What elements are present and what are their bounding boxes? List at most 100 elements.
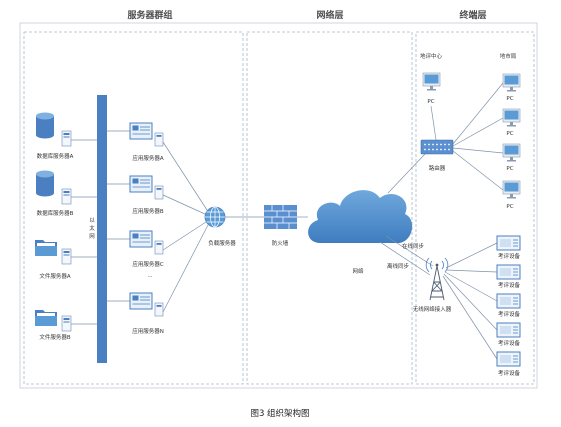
tower-slot bbox=[63, 133, 70, 135]
pc-icon bbox=[422, 72, 441, 91]
file-server-b: 文件服务器B bbox=[35, 310, 72, 341]
tower-slot bbox=[63, 254, 70, 256]
radio-wave bbox=[444, 257, 449, 273]
device-screen bbox=[500, 297, 511, 305]
online-sync-link bbox=[385, 235, 434, 267]
pc-city-bureau-1: PC bbox=[502, 73, 521, 102]
more-servers-ellipsis: ... bbox=[147, 273, 152, 279]
firewall-icon bbox=[264, 205, 297, 229]
layer-title-network: 网络层 bbox=[316, 9, 343, 21]
server-tower-icon bbox=[154, 132, 164, 147]
tower-slot bbox=[156, 305, 162, 307]
load-balancer-label: 负载服务器 bbox=[208, 239, 236, 247]
window-frame bbox=[129, 122, 153, 140]
database-server-a: 数据库服务器A bbox=[36, 112, 74, 160]
monitor-stand bbox=[510, 87, 513, 90]
link-line bbox=[445, 269, 498, 273]
link-line bbox=[452, 147, 504, 154]
window-block bbox=[132, 125, 139, 131]
application-server-a-label: 应用服务器A bbox=[132, 154, 164, 162]
monitor-base bbox=[507, 125, 516, 127]
tower-case bbox=[154, 132, 164, 147]
link-line bbox=[443, 273, 498, 331]
monitor-stand bbox=[510, 122, 513, 125]
server-tower-icon bbox=[61, 248, 72, 265]
tower-beacon bbox=[435, 263, 439, 267]
link-line bbox=[452, 150, 504, 191]
database-icon bbox=[36, 112, 54, 139]
tower-case bbox=[61, 315, 72, 332]
server-tower-icon bbox=[154, 185, 164, 200]
assessment-device-label: 考评设备 bbox=[498, 281, 521, 289]
tower-case bbox=[61, 248, 72, 265]
server-tower-icon bbox=[61, 188, 72, 205]
router-led bbox=[432, 148, 434, 151]
tower-frame bbox=[429, 265, 445, 301]
link-line bbox=[387, 153, 426, 194]
firewall: 防火墙 bbox=[264, 205, 297, 247]
tower-slot bbox=[63, 251, 70, 253]
application-window-icon bbox=[129, 175, 153, 193]
application-server-a: 应用服务器A bbox=[129, 122, 164, 162]
file-server-a: 文件服务器A bbox=[35, 240, 72, 280]
pc-city-bureau-4: PC bbox=[502, 180, 521, 210]
monitor-base bbox=[507, 160, 516, 162]
tower-slot bbox=[63, 136, 70, 138]
router-led bbox=[428, 143, 430, 146]
radio-wave bbox=[441, 260, 444, 270]
layer-title-server-group: 服务器群组 bbox=[127, 9, 172, 21]
pc-label: PC bbox=[506, 96, 513, 102]
server-tower-icon bbox=[154, 302, 164, 317]
router-led bbox=[432, 143, 434, 146]
offline-sync-link bbox=[379, 241, 431, 276]
cylinder-top bbox=[36, 170, 54, 178]
link-line bbox=[444, 271, 498, 302]
outer-frame bbox=[19, 22, 538, 389]
database-icon bbox=[36, 170, 54, 197]
assessment-device-label: 考评设备 bbox=[498, 252, 521, 260]
antenna-tower-icon bbox=[425, 257, 449, 301]
device-screen bbox=[500, 355, 511, 363]
monitor-screen bbox=[504, 75, 519, 85]
tablet-icon bbox=[496, 351, 521, 367]
server-tower-icon bbox=[61, 315, 72, 332]
monitor-stand bbox=[510, 157, 513, 160]
window-block bbox=[132, 295, 139, 301]
ethernet-label: 以太网 bbox=[88, 217, 95, 241]
folder-icon bbox=[35, 240, 57, 256]
tower-slot bbox=[63, 191, 70, 193]
application-window-icon bbox=[129, 230, 153, 248]
layer-title-terminal: 终端层 bbox=[458, 9, 486, 21]
router-led bbox=[424, 143, 426, 146]
pc-assessment-center: PC bbox=[422, 72, 441, 105]
internet-label: 网络 bbox=[352, 267, 364, 275]
pc-label: PC bbox=[427, 99, 434, 105]
cylinder-top bbox=[36, 112, 54, 120]
link-line bbox=[162, 224, 209, 313]
application-window-icon bbox=[129, 122, 153, 140]
monitor-stand bbox=[510, 194, 513, 197]
pc-icon bbox=[502, 180, 521, 199]
online-sync-label: 在线同步 bbox=[402, 242, 425, 250]
window-frame bbox=[129, 292, 153, 310]
pc-icon bbox=[502, 108, 521, 127]
cloud-icon bbox=[308, 190, 413, 243]
folder-front bbox=[35, 316, 57, 326]
assessment-device-4: 考评设备 bbox=[496, 322, 521, 347]
assessment-device-3: 考评设备 bbox=[496, 293, 521, 318]
pc-label: PC bbox=[506, 166, 513, 172]
cylinder-body bbox=[36, 174, 54, 197]
tablet-icon bbox=[496, 264, 521, 280]
ethernet-bus bbox=[97, 95, 107, 363]
router-label: 路由器 bbox=[429, 164, 446, 172]
folder-icon bbox=[35, 310, 57, 326]
assessment-device-5: 考评设备 bbox=[496, 351, 521, 377]
application-server-n-label: 应用服务器N bbox=[132, 327, 164, 335]
tower-case bbox=[61, 188, 72, 205]
network-layer-panel bbox=[246, 31, 413, 385]
link-line bbox=[445, 242, 498, 269]
window-block bbox=[132, 178, 139, 184]
monitor-base bbox=[507, 90, 516, 92]
monitor-base bbox=[507, 197, 516, 199]
server-tower-icon bbox=[61, 130, 72, 147]
